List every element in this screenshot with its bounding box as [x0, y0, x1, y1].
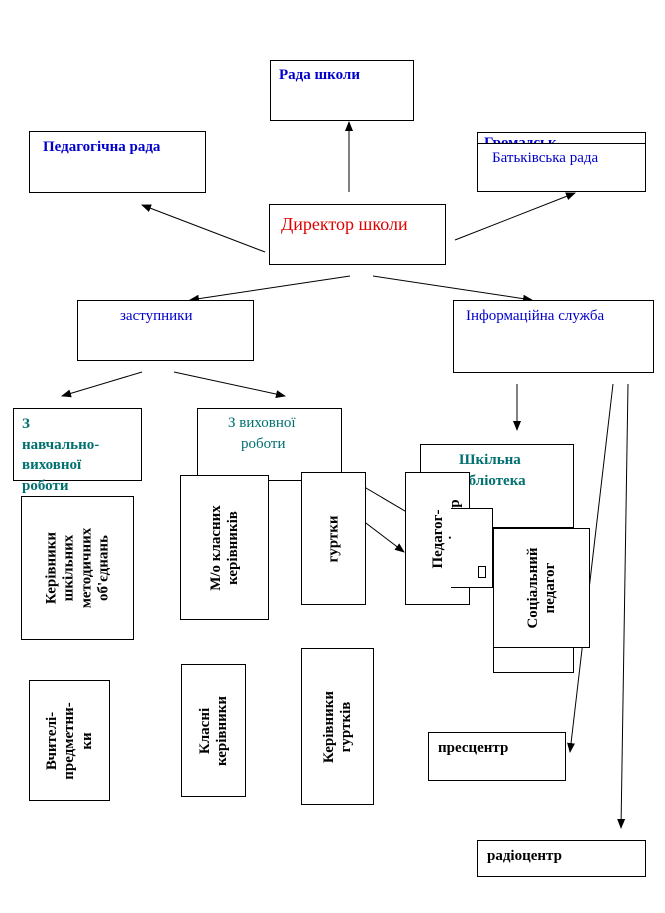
class-teachers-box: Класні керівники: [181, 664, 246, 797]
club-leaders-label: Керівники гуртків: [320, 690, 354, 763]
small-square-marker: [478, 566, 486, 578]
academic-deputy-box: З навчально- виховної роботи: [13, 408, 142, 494]
club-leaders-box: Керівники гуртків: [301, 648, 374, 805]
upbringing-deputy-box: З виховної роботи: [197, 408, 342, 481]
upbringing-line-2: роботи: [241, 436, 286, 452]
school-council-label: Рада школи: [279, 67, 360, 83]
arrow-director-to-info-service: [372, 275, 533, 303]
social-pedagogue-box: Соціальний педагог: [493, 528, 590, 648]
radio-center-box: радіоцентр: [477, 840, 646, 877]
social-pedagogue-label: Соціальний педагог: [524, 547, 558, 629]
director-label: Директор школи: [281, 214, 408, 234]
press-center-label: пресцентр: [438, 740, 509, 756]
pedagogical-council-box: Педагогічна рада: [29, 131, 206, 193]
academic-line-1: З: [22, 416, 30, 432]
deputies-box: заступники: [77, 300, 254, 361]
methodical-heads-box: Керівники шкільних методичних об'єднань: [21, 496, 134, 640]
arrow-director-to-parents-council: [454, 192, 576, 241]
academic-line-3: виховної: [22, 457, 82, 473]
arrow-info-to-radio-center: [617, 383, 629, 829]
deputies-label: заступники: [120, 308, 193, 324]
library-side-box: [451, 508, 493, 588]
parents-council-box: Батьківська рада: [477, 143, 646, 192]
press-center-box: пресцентр: [428, 732, 566, 781]
arrow-deputies-to-upbringing: [173, 371, 286, 399]
library-line-1: Шкільна: [459, 452, 521, 468]
director-box: Директор школи: [269, 204, 446, 265]
class-teachers-label: Класні керівники: [196, 695, 230, 766]
class-teachers-mo-box: М/о класних керівників: [180, 475, 269, 620]
subject-teachers-label: Вчителі- предметни- ки: [43, 701, 95, 780]
info-service-label: Інформаційна служба: [466, 308, 605, 324]
school-council-box: Рада школи: [270, 60, 414, 121]
clubs-box: гуртки: [301, 472, 366, 605]
upbringing-line-1: З виховної: [228, 415, 296, 431]
arrow-director-to-deputies: [189, 275, 351, 303]
academic-line-2: навчально-: [22, 437, 100, 453]
subject-teachers-box: Вчителі- предметни- ки: [29, 680, 110, 801]
radio-center-label: радіоцентр: [487, 848, 562, 864]
library-line-2: бібліотека: [457, 473, 526, 489]
info-service-box: Інформаційна служба: [453, 300, 654, 373]
class-teachers-mo-label: М/о класних керівників: [207, 504, 241, 591]
arrow-director-to-pedagogical-council: [141, 204, 266, 253]
clubs-label: гуртки: [324, 514, 341, 563]
academic-line-4: роботи: [22, 478, 69, 494]
parents-council-label: Батьківська рада: [492, 150, 599, 166]
methodical-heads-label: Керівники шкільних методичних об'єднань: [43, 527, 111, 609]
arrow-deputies-to-academic: [61, 371, 143, 398]
pedagogical-council-label: Педагогічна рада: [43, 139, 161, 155]
